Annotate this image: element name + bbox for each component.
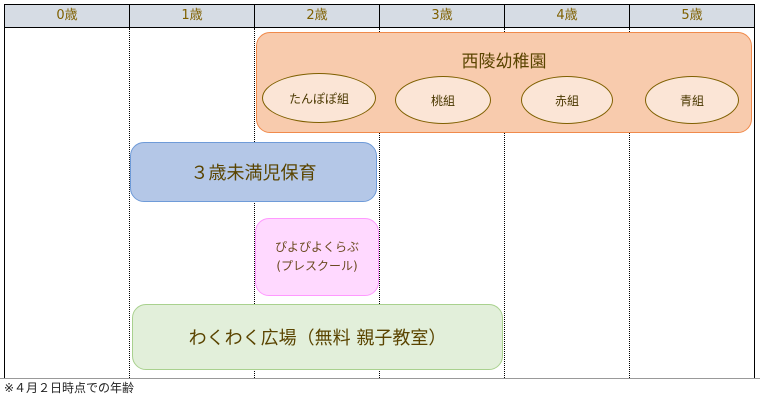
grid-line: [379, 28, 380, 378]
class-momo: 桃組: [395, 76, 491, 124]
grid-line: [504, 28, 505, 378]
class-ao: 青組: [645, 76, 739, 124]
age-header-4: 4歳: [504, 4, 630, 28]
class-tanpopo: たんぽぽ組: [262, 73, 376, 123]
age-header-0: 0歳: [4, 4, 130, 28]
under3-care-box: ３歳未満児保育: [130, 142, 377, 202]
grid-border-bottom: [0, 378, 760, 379]
age-header-3: 3歳: [379, 4, 505, 28]
piyopiyo-sublabel: (プレスクール): [276, 259, 358, 273]
wakuwaku-box: わくわく広場（無料 親子教室）: [132, 304, 503, 370]
piyopiyo-label: ぴよぴよくらぶ: [274, 240, 359, 254]
piyopiyo-box: ぴよぴよくらぶ (プレスクール): [255, 218, 379, 296]
class-aka: 赤組: [521, 76, 613, 124]
footnote: ※４月２日時点での年齢: [4, 381, 135, 395]
under3-care-label: ３歳未満児保育: [190, 163, 317, 184]
kindergarten-title: 西陵幼稚園: [461, 52, 547, 72]
grid-border-right: [754, 28, 755, 378]
age-header-5: 5歳: [629, 4, 755, 28]
age-header-1: 1歳: [129, 4, 255, 28]
wakuwaku-label: わくわく広場（無料 親子教室）: [188, 328, 447, 349]
grid-line: [129, 28, 130, 378]
age-header-2: 2歳: [254, 4, 380, 28]
grid-border-left: [4, 28, 5, 378]
grid-line: [629, 28, 630, 378]
grid-line: [254, 28, 255, 378]
